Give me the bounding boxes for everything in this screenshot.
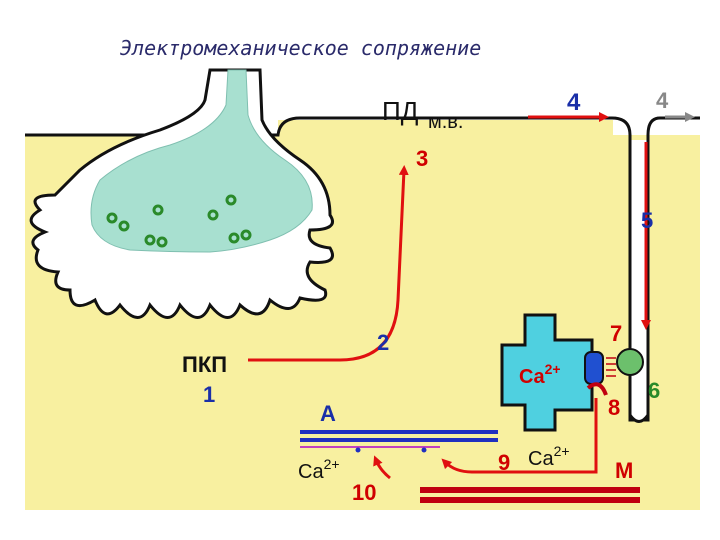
terminal-cytoplasm [90, 69, 313, 253]
actin-filament [300, 430, 498, 448]
label-pkp: ПКП [182, 352, 227, 377]
label-a: А [320, 401, 336, 426]
calcium-dot-2 [421, 447, 427, 453]
label-7: 7 [610, 321, 622, 346]
label-5: 5 [641, 208, 653, 233]
ryanodine-channel [584, 351, 604, 385]
label-4: 4 [567, 89, 581, 116]
label-ca-cistern: Ca2+ [519, 361, 561, 388]
label-m: М [615, 458, 633, 483]
label-ca-cytosol: Ca2+ [528, 443, 570, 470]
label-4-gray: 4 [656, 88, 669, 113]
myosin-filament [420, 487, 640, 503]
label-3: 3 [416, 146, 428, 171]
arrow-ca-release [441, 398, 598, 474]
label-8: 8 [608, 395, 620, 420]
label-9: 9 [498, 450, 510, 475]
label-6: 6 [648, 378, 660, 403]
label-10: 10 [352, 480, 376, 505]
sarcolemma [25, 116, 700, 422]
calcium-dot-1 [355, 447, 361, 453]
label-1: 1 [203, 382, 215, 407]
label-mv: м.в. [428, 111, 464, 133]
sr-terminal-cistern [500, 313, 594, 432]
arrow-10 [373, 455, 391, 480]
diagram-title: Электромеханическое сопряжение [120, 36, 481, 60]
voltage-sensor [616, 348, 644, 376]
arrow-2 [248, 165, 409, 362]
channel-gate [586, 382, 608, 396]
label-2: 2 [377, 330, 389, 355]
label-ca-actin: Ca2+ [298, 456, 340, 483]
synaptic-vesicles [106, 194, 252, 248]
channel-stripes [606, 357, 616, 377]
label-pd: ПД [382, 96, 419, 126]
